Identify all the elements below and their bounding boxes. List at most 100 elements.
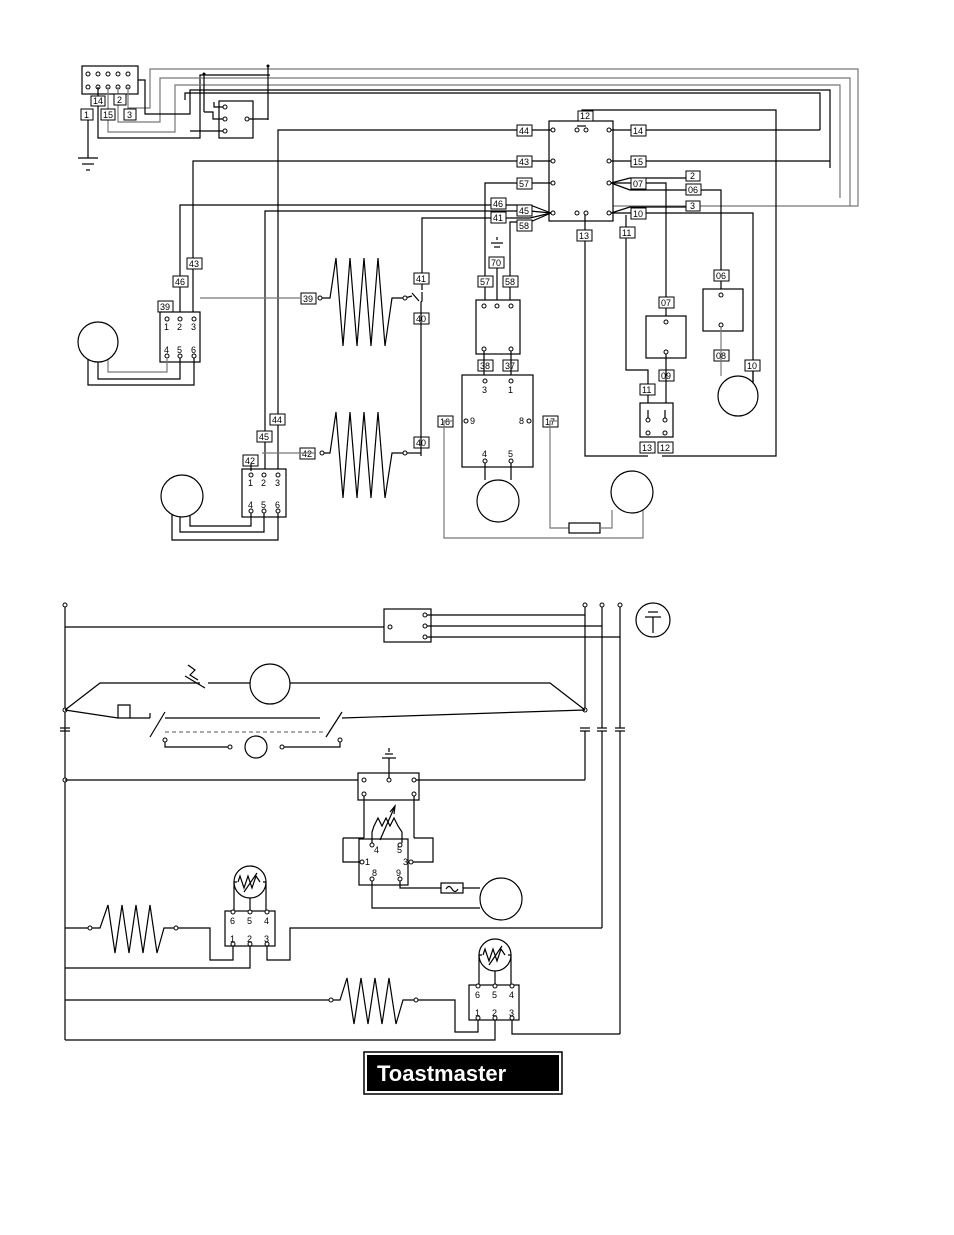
label-w13b: 13	[642, 443, 652, 453]
label-w44b: 44	[272, 415, 282, 425]
is1-term-6: 6	[230, 916, 235, 926]
label-w41: 41	[493, 213, 503, 223]
logo-corner-bl: ▸◂	[370, 1085, 376, 1091]
label-w70: 70	[491, 258, 501, 268]
label-w44: 44	[519, 126, 529, 136]
label-w1: 1	[84, 110, 89, 120]
heater-element-lower	[320, 412, 403, 498]
label-w43: 43	[519, 157, 529, 167]
tc-term-3: 3	[403, 857, 408, 867]
label-w11b: 11	[642, 385, 651, 395]
label-w06: 06	[688, 185, 698, 195]
lower-schematic: 4 5 1 3 8 9 6 5 4 1 2 3	[60, 603, 670, 1040]
sw2-term-2: 2	[261, 478, 266, 488]
terminal-4: 4	[482, 449, 487, 459]
light-lamp	[245, 736, 267, 758]
terminal-3: 3	[482, 385, 487, 395]
terminal-8: 8	[519, 416, 524, 426]
is2-term-2: 2	[492, 1008, 497, 1018]
label-w58: 58	[519, 221, 529, 231]
is2-term-1: 1	[475, 1008, 480, 1018]
motor-right	[611, 471, 653, 513]
is2-term-5: 5	[492, 990, 497, 1000]
motor-left-upper	[78, 322, 118, 362]
tc-term-1: 1	[365, 857, 370, 867]
is2-term-6: 6	[475, 990, 480, 1000]
is1-term-3: 3	[264, 934, 269, 944]
label-w3a: 3	[127, 110, 132, 120]
heater-element-upper	[318, 258, 403, 346]
fuse	[569, 523, 600, 533]
logo-corner-br: ▸◂	[546, 1085, 552, 1091]
label-w16: 16	[440, 417, 450, 427]
upper-wiring-diagram: 14 2 1 15 3 12 44 14 43 15 57 07 2 06 3 …	[78, 65, 858, 541]
label-w2a: 2	[117, 95, 122, 105]
label-w10: 10	[633, 209, 643, 219]
label-w12b: 12	[660, 443, 670, 453]
tc-term-5: 5	[397, 845, 402, 855]
motor-small-right	[718, 376, 758, 416]
blower-motor	[480, 878, 522, 920]
label-w07: 07	[633, 179, 643, 189]
logo-corner-tl: ▸◂	[370, 1058, 376, 1064]
sw1-term-6: 6	[191, 345, 196, 355]
terminal-1: 1	[508, 385, 513, 395]
sw2-term-3: 3	[275, 478, 280, 488]
is1-term-2: 2	[247, 934, 252, 944]
label-w43b: 43	[189, 259, 199, 269]
sw1-term-5: 5	[177, 345, 182, 355]
label-w15a: 15	[103, 110, 113, 120]
heater-element-2	[333, 978, 414, 1024]
sw2-term-4: 4	[248, 500, 253, 510]
control-board	[549, 121, 613, 221]
label-w39b: 39	[303, 294, 313, 304]
sw2-term-6: 6	[275, 500, 280, 510]
ground-symbol-70	[491, 237, 503, 305]
terminal-5: 5	[508, 449, 513, 459]
is1-term-1: 1	[230, 934, 235, 944]
tc-term-8: 8	[372, 868, 377, 878]
label-w42b: 42	[302, 449, 312, 459]
is2-term-3: 3	[509, 1008, 514, 1018]
is1-term-5: 5	[247, 916, 252, 926]
label-w07b: 07	[661, 298, 671, 308]
ground-symbol	[78, 119, 98, 170]
label-w14: 14	[633, 126, 643, 136]
label-w58b: 58	[505, 277, 515, 287]
is2-term-4: 4	[509, 990, 514, 1000]
terminal-9: 9	[470, 416, 475, 426]
logo-corner-tr: ▸◂	[546, 1058, 552, 1064]
label-w39: 39	[160, 302, 170, 312]
sw1-term-3: 3	[191, 322, 196, 332]
label-w57: 57	[519, 179, 529, 189]
label-w12: 12	[580, 111, 590, 121]
label-w15: 15	[633, 157, 643, 167]
switch-11-12-13	[640, 403, 673, 437]
brand-registered-mark: ®	[549, 1069, 555, 1077]
terminal-block	[82, 66, 138, 94]
label-w3: 3	[690, 201, 695, 211]
is1-term-4: 4	[264, 916, 269, 926]
label-w42: 42	[245, 456, 255, 466]
sw1-term-2: 2	[177, 322, 182, 332]
label-w11: 11	[622, 228, 631, 238]
label-w45: 45	[519, 206, 529, 216]
label-w57b: 57	[480, 277, 490, 287]
sw1-term-4: 4	[164, 345, 169, 355]
label-w10b: 10	[747, 361, 757, 371]
label-w46b: 46	[175, 277, 185, 287]
toastmaster-logo: ▸◂ ▸◂ ▸◂ ▸◂ Toastmaster ®	[364, 1052, 562, 1094]
label-w13: 13	[579, 231, 589, 241]
label-w2: 2	[690, 171, 695, 181]
label-w45b: 45	[259, 432, 269, 442]
tc-term-9: 9	[396, 868, 401, 878]
tc-term-4: 4	[374, 845, 379, 855]
label-w37: 37	[505, 361, 515, 371]
sw2-term-5: 5	[261, 500, 266, 510]
label-w46: 46	[493, 199, 503, 209]
sw1-term-1: 1	[164, 322, 169, 332]
label-w38: 38	[480, 361, 490, 371]
motor-left-lower	[161, 475, 203, 517]
label-w14a: 14	[93, 96, 103, 106]
